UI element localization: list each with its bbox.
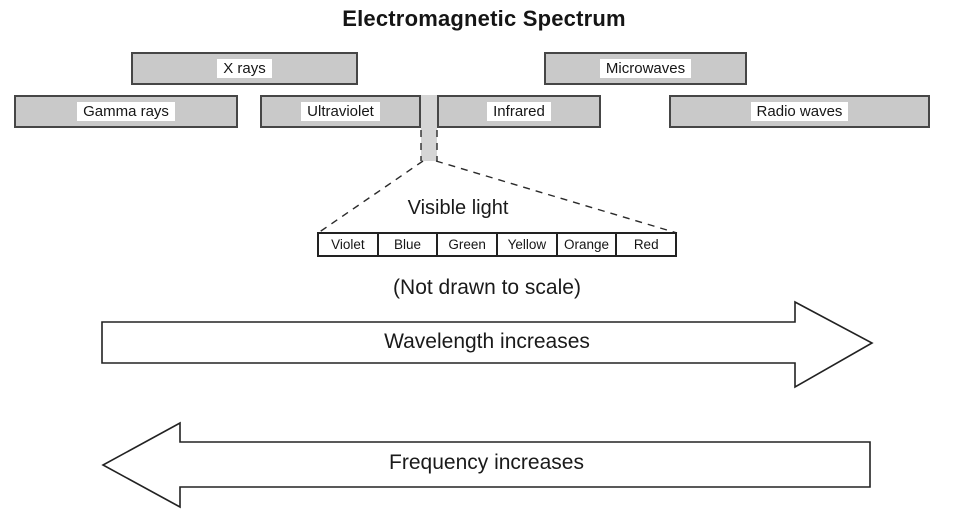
band-gamma-rays-label: Gamma rays [77, 101, 175, 122]
band-radio-waves: Radio waves [669, 95, 930, 128]
color-cell-blue: Blue [379, 234, 439, 255]
band-gamma-rays: Gamma rays [14, 95, 238, 128]
band-x-rays: X rays [131, 52, 358, 85]
band-infrared-label: Infrared [487, 101, 551, 122]
color-cell-orange: Orange [558, 234, 618, 255]
frequency-arrow-label: Frequency increases [389, 451, 584, 474]
band-ultraviolet-label: Ultraviolet [301, 101, 380, 122]
scale-note: (Not drawn to scale) [393, 276, 581, 299]
visible-light-heading: Visible light [407, 197, 509, 219]
band-microwaves: Microwaves [544, 52, 747, 85]
page-title: Electromagnetic Spectrum [342, 6, 626, 31]
band-microwaves-label: Microwaves [599, 58, 692, 79]
color-cell-yellow: Yellow [498, 234, 558, 255]
band-radio-waves-label: Radio waves [750, 101, 849, 122]
color-cell-violet: Violet [319, 234, 379, 255]
band-infrared: Infrared [437, 95, 601, 128]
band-ultraviolet: Ultraviolet [260, 95, 421, 128]
band-x-rays-label: X rays [217, 58, 272, 79]
visible-light-table: Violet Blue Green Yellow Orange Red [317, 232, 677, 257]
color-cell-red: Red [633, 237, 659, 252]
color-cell-green: Green [438, 234, 499, 255]
wavelength-arrow-label: Wavelength increases [384, 330, 590, 353]
visible-light-strip [421, 95, 437, 161]
